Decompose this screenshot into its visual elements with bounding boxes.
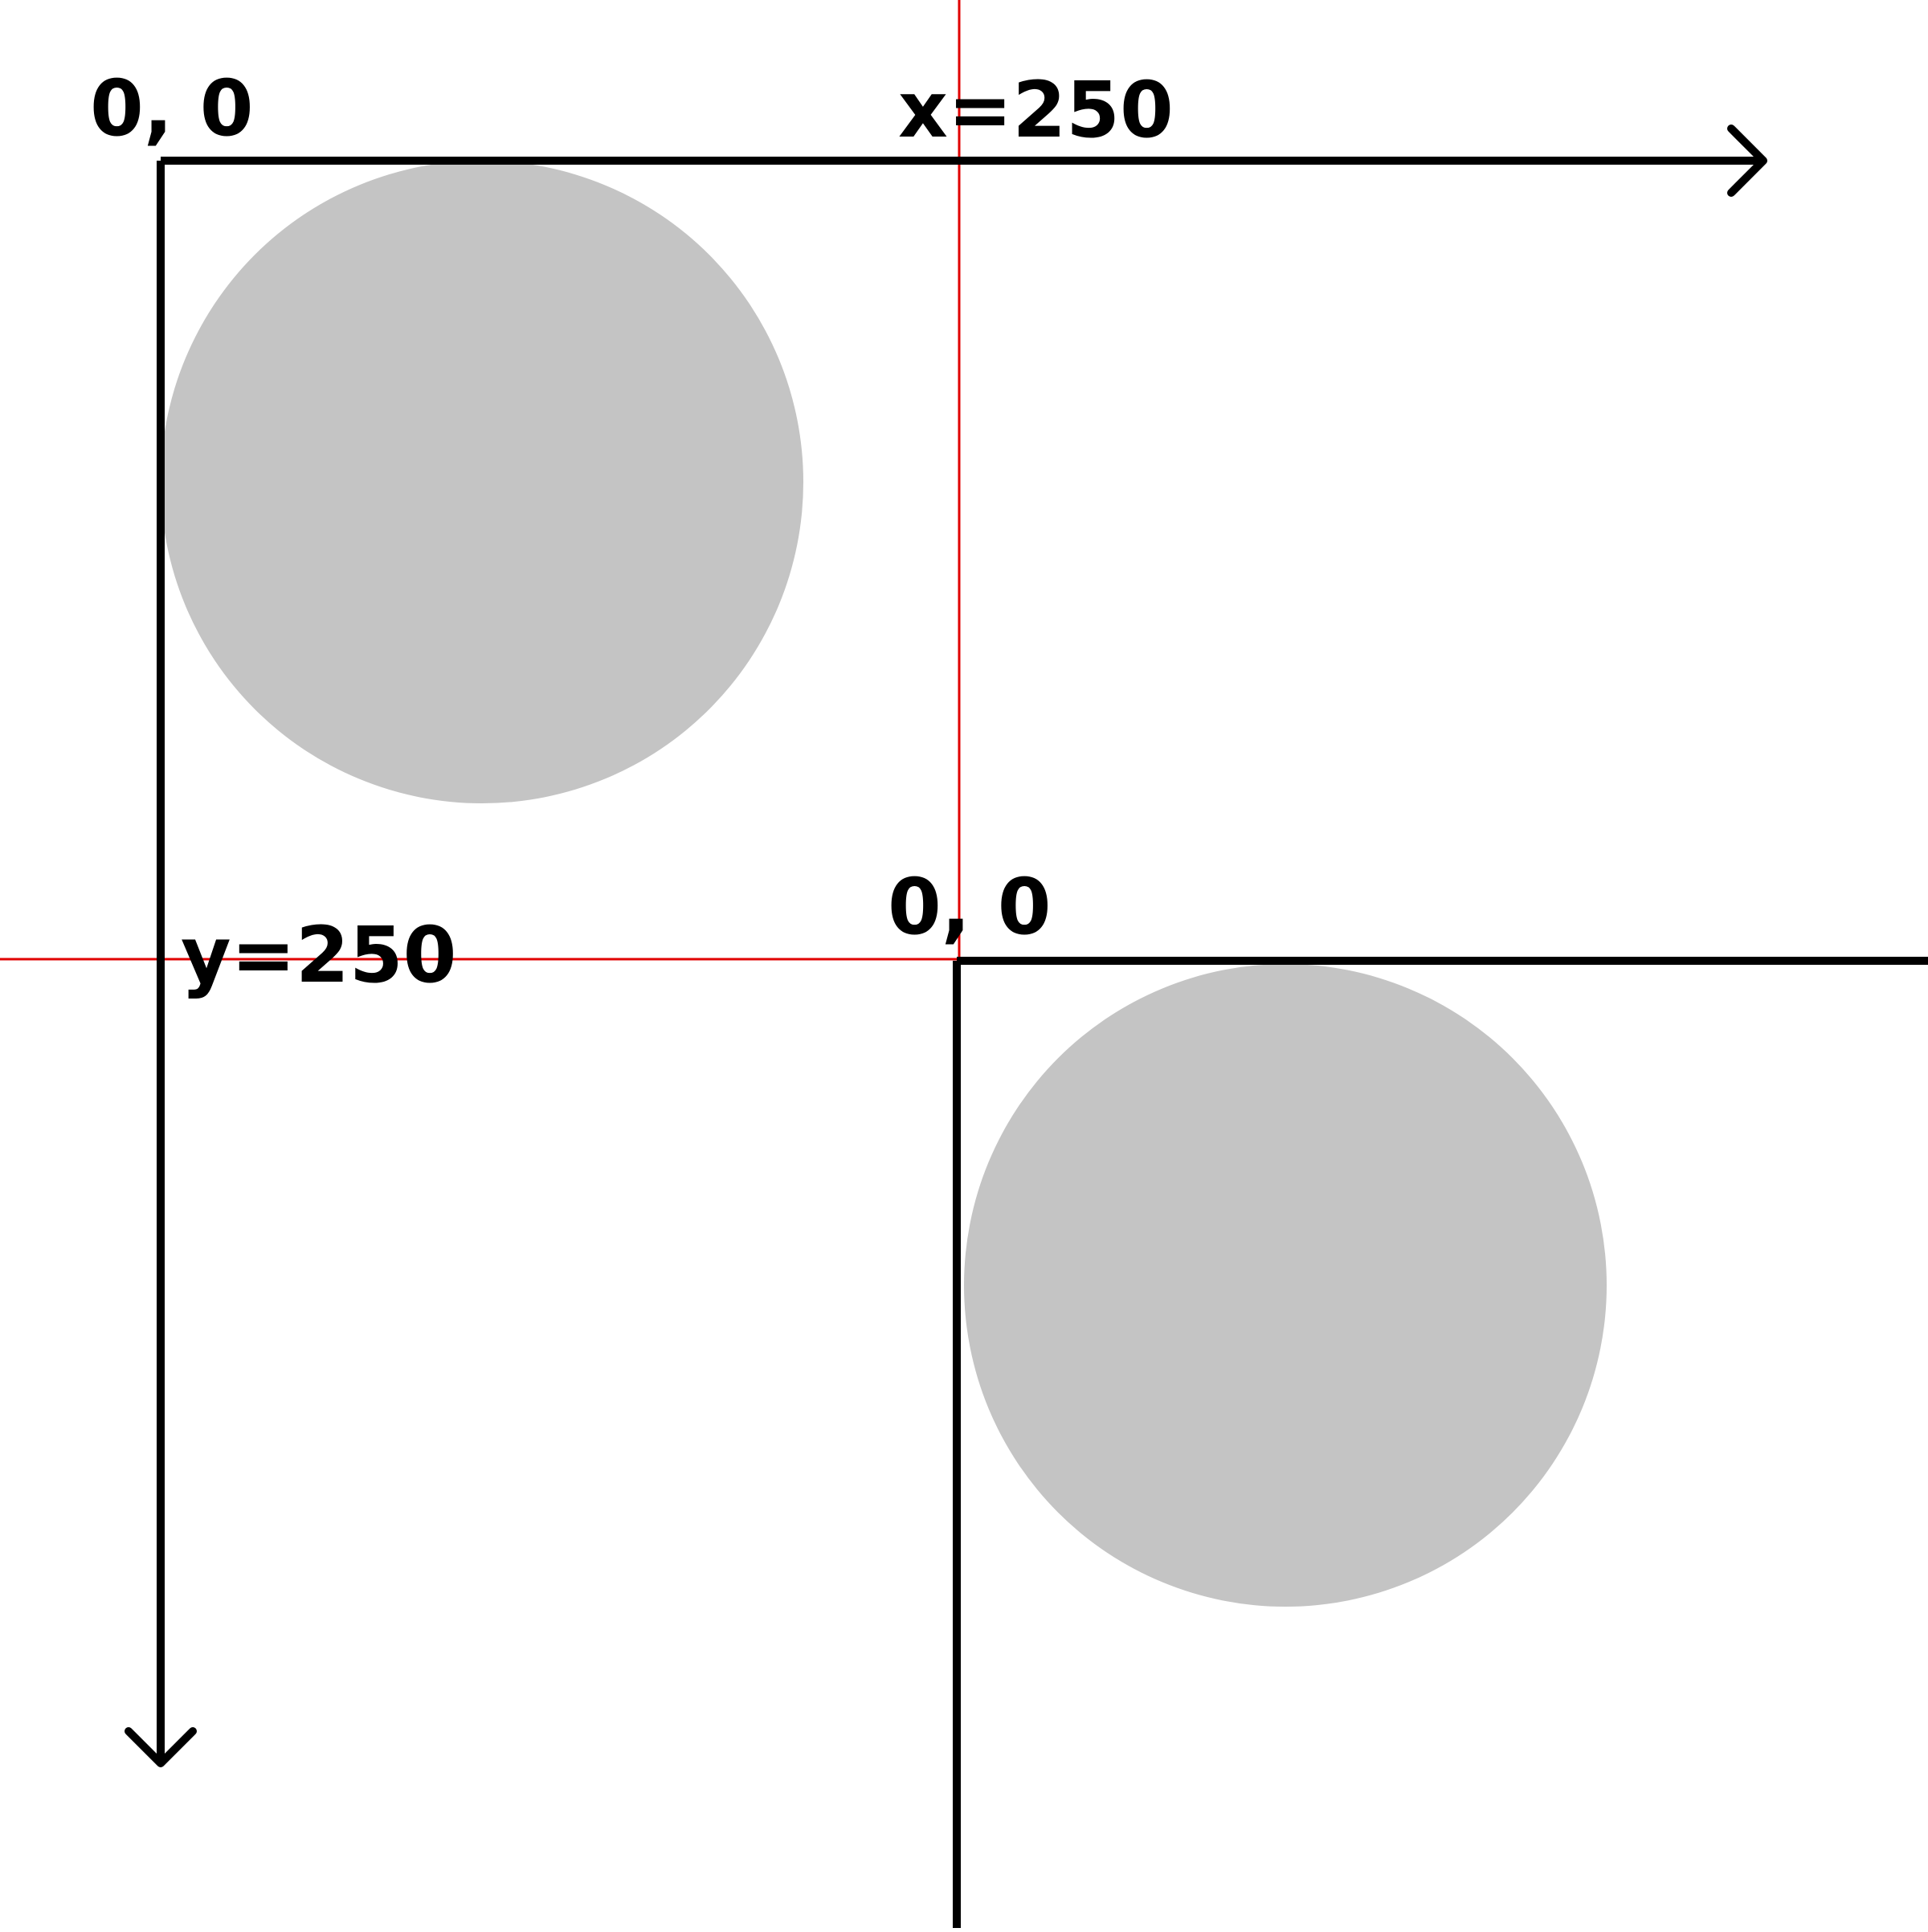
origin-label: 0, 0	[90, 63, 253, 153]
translated-origin-label: 0, 0	[888, 862, 1051, 952]
x-marker-label: x=250	[898, 65, 1174, 155]
circle-translated	[964, 964, 1607, 1607]
y-marker-label: y=250	[181, 910, 456, 1000]
y-axis-arrow-icon	[125, 1727, 197, 1767]
circle-original	[161, 161, 803, 803]
x-axis-arrow-icon	[1727, 125, 1767, 197]
